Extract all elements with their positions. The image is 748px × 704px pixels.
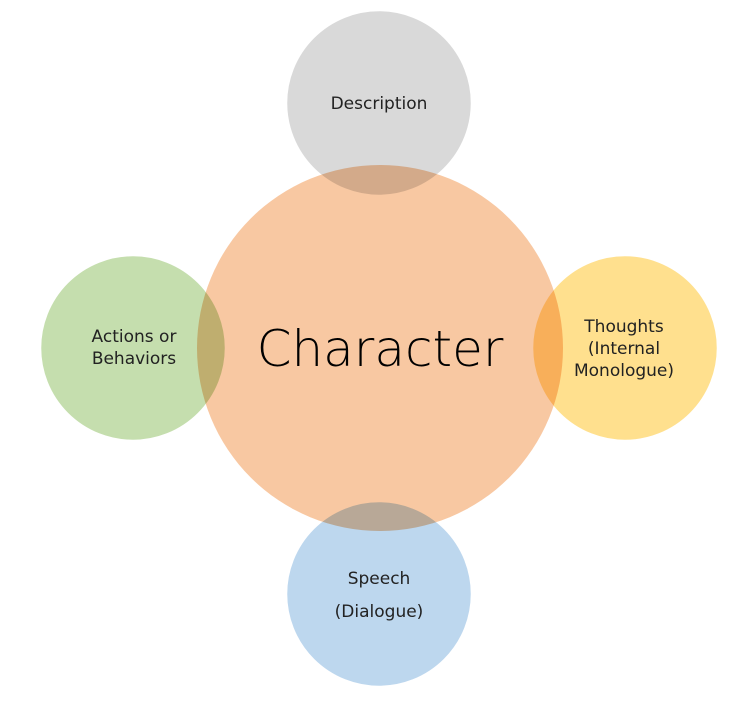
thoughts-label-line2: (Internal [588, 339, 660, 359]
character-label: Character [257, 320, 504, 378]
character-circle [197, 165, 563, 531]
description-label: Description [331, 94, 428, 114]
actions-circle [38, 253, 228, 443]
actions-label-line1: Actions or [92, 327, 177, 347]
speech-circle [284, 499, 474, 689]
speech-label-line2: (Dialogue) [335, 602, 424, 622]
thoughts-label-line1: Thoughts [583, 317, 664, 337]
description-circle [284, 8, 474, 198]
thoughts-label-line3: Monologue) [574, 361, 674, 381]
speech-label-line1: Speech [348, 569, 411, 589]
thoughts-circle [530, 253, 720, 443]
actions-label-line2: Behaviors [92, 349, 176, 369]
